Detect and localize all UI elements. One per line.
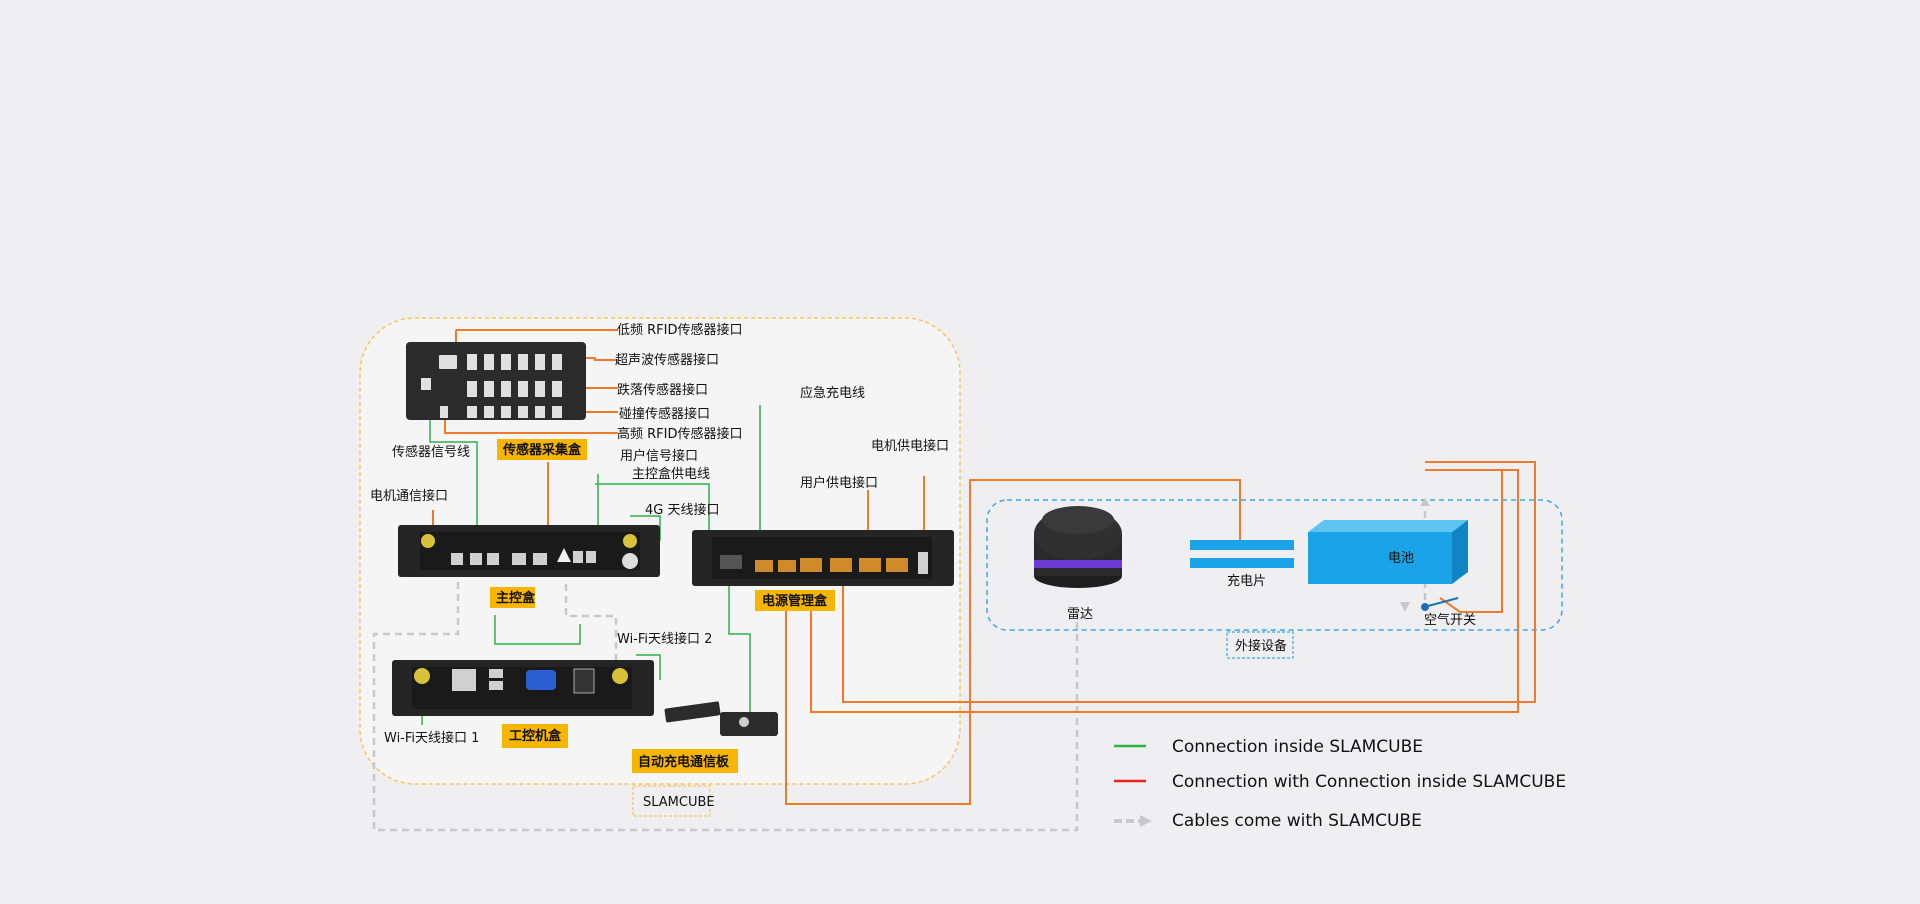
label-motor-comm: 电机通信接口: [370, 488, 448, 504]
industrial-pc-box-device: [392, 660, 654, 716]
label-high-rfid: 高频 RFID传感器接口: [617, 426, 743, 442]
label-battery: 电池: [1388, 551, 1414, 566]
label-lidar: 雷达: [1067, 607, 1093, 622]
label-wifi2: Wi-Fi天线接口 2: [617, 631, 712, 647]
supplied-arrow-down: [1400, 602, 1410, 612]
supplied-arrow-up: [1420, 498, 1430, 506]
tag-slamcube: SLAMCUBE: [632, 785, 715, 817]
svg-text:电源管理盒: 电源管理盒: [762, 593, 828, 609]
tag-main-box: 主控盒: [490, 587, 536, 608]
external-cables: [432, 329, 1536, 805]
label-main-power: 主控盒供电线: [632, 466, 710, 482]
label-emergency-charge: 应急充电线: [800, 385, 865, 401]
main-control-box-device: [398, 525, 660, 577]
label-ultrasonic: 超声波传感器接口: [615, 352, 719, 368]
label-motor-power: 电机供电接口: [871, 438, 949, 454]
label-sensor-signal: 传感器信号线: [392, 444, 470, 460]
legend-item-supplied: Cables come with SLAMCUBE: [1114, 811, 1422, 831]
legend-item-inside: Connection inside SLAMCUBE: [1114, 737, 1423, 757]
battery-device: [1308, 520, 1468, 584]
lidar-device: [1034, 506, 1122, 588]
charge-pad-device: [1190, 540, 1294, 568]
legend: Connection inside SLAMCUBE Connection wi…: [1114, 737, 1566, 831]
air-switch-device: [1421, 597, 1459, 611]
tag-power-box: 电源管理盒: [755, 590, 835, 611]
label-user-power: 用户供电接口: [800, 475, 878, 491]
label-bump: 碰撞传感器接口: [619, 406, 710, 422]
legend-item-external: Connection with Connection inside SLAMCU…: [1114, 772, 1566, 792]
tag-external: 外接设备: [1226, 631, 1294, 659]
svg-text:工控机盒: 工控机盒: [509, 728, 562, 744]
external-devices-region: [986, 499, 1563, 631]
label-user-signal: 用户信号接口: [620, 448, 698, 464]
auto-charge-board-device: [664, 701, 778, 736]
svg-text:SLAMCUBE: SLAMCUBE: [643, 795, 715, 810]
label-cliff: 跌落传感器接口: [617, 382, 708, 398]
label-low-rfid: 低频 RFID传感器接口: [617, 322, 743, 338]
svg-text:Connection with Connection ins: Connection with Connection inside SLAMCU…: [1172, 772, 1566, 792]
svg-text:主控盒: 主控盒: [496, 590, 536, 606]
svg-text:Cables come with SLAMCUBE: Cables come with SLAMCUBE: [1172, 811, 1422, 831]
power-management-box-device: [692, 530, 954, 586]
sensor-box-device: [406, 342, 586, 420]
label-wifi1: Wi-Fi天线接口 1: [384, 730, 479, 746]
svg-text:自动充电通信板: 自动充电通信板: [638, 754, 730, 770]
svg-text:外接设备: 外接设备: [1235, 638, 1287, 654]
label-4g-antenna: 4G 天线接口: [645, 502, 719, 518]
svg-text:Connection inside SLAMCUBE: Connection inside SLAMCUBE: [1172, 737, 1423, 757]
tag-sensor-box: 传感器采集盒: [497, 439, 587, 460]
tag-auto-charge: 自动充电通信板: [632, 749, 738, 773]
tag-ipc-box: 工控机盒: [502, 724, 568, 748]
label-air-switch: 空气开关: [1424, 612, 1476, 628]
svg-text:传感器采集盒: 传感器采集盒: [502, 442, 582, 458]
label-charge-pad: 充电片: [1227, 573, 1266, 589]
